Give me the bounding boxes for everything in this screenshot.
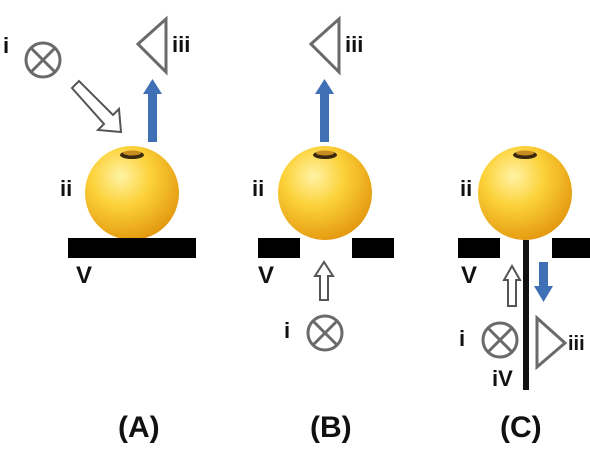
panel-a-caption: (A) — [118, 411, 160, 444]
panel-c-substrate-label: V — [461, 262, 477, 289]
hollow-arrow-icon — [502, 263, 522, 307]
panel-b-particle-label: ii — [252, 176, 264, 201]
optical-fiber — [523, 240, 529, 390]
hollow-arrow-icon — [313, 260, 335, 301]
panel-c-particle-label: ii — [460, 176, 472, 201]
panel-c-detector-label: iii — [568, 333, 585, 355]
panel-a-particle-label: ii — [60, 176, 72, 201]
panel-c-caption: (C) — [500, 411, 542, 444]
hollow-arrow-icon — [70, 79, 123, 134]
panel-b-source-label: i — [284, 318, 290, 343]
triangle-detector-icon — [308, 15, 341, 76]
panel-b: iii ii V i (B) — [252, 15, 394, 444]
panel-c-substrate — [458, 238, 590, 258]
panel-c: ii V iV i — [458, 146, 590, 444]
circle-cross-icon — [24, 41, 62, 79]
panel-a-detector-label: iii — [172, 32, 190, 57]
panel-a-substrate — [68, 238, 196, 258]
gold-nanoparticle — [478, 146, 572, 240]
panel-a-source-label: i — [3, 33, 9, 58]
solid-arrow-icon — [315, 79, 334, 142]
circle-cross-icon — [306, 314, 344, 352]
triangle-detector-icon — [135, 15, 168, 76]
circle-cross-icon — [481, 321, 519, 359]
gold-nanoparticle — [85, 146, 179, 240]
panel-b-detector-label: iii — [345, 32, 363, 57]
triangle-detector-icon — [535, 314, 568, 371]
panel-a: i iii ii V (A) — [3, 15, 196, 444]
solid-arrow-icon — [534, 262, 553, 302]
panel-c-fiber-label: iV — [492, 366, 513, 391]
panel-b-substrate — [258, 238, 394, 258]
panel-a-substrate-label: V — [76, 262, 92, 289]
gold-nanoparticle — [278, 146, 372, 240]
solid-arrow-icon — [143, 79, 162, 142]
panel-c-source-label: i — [459, 326, 465, 351]
panel-b-substrate-label: V — [258, 262, 274, 289]
panel-b-caption: (B) — [310, 411, 352, 444]
